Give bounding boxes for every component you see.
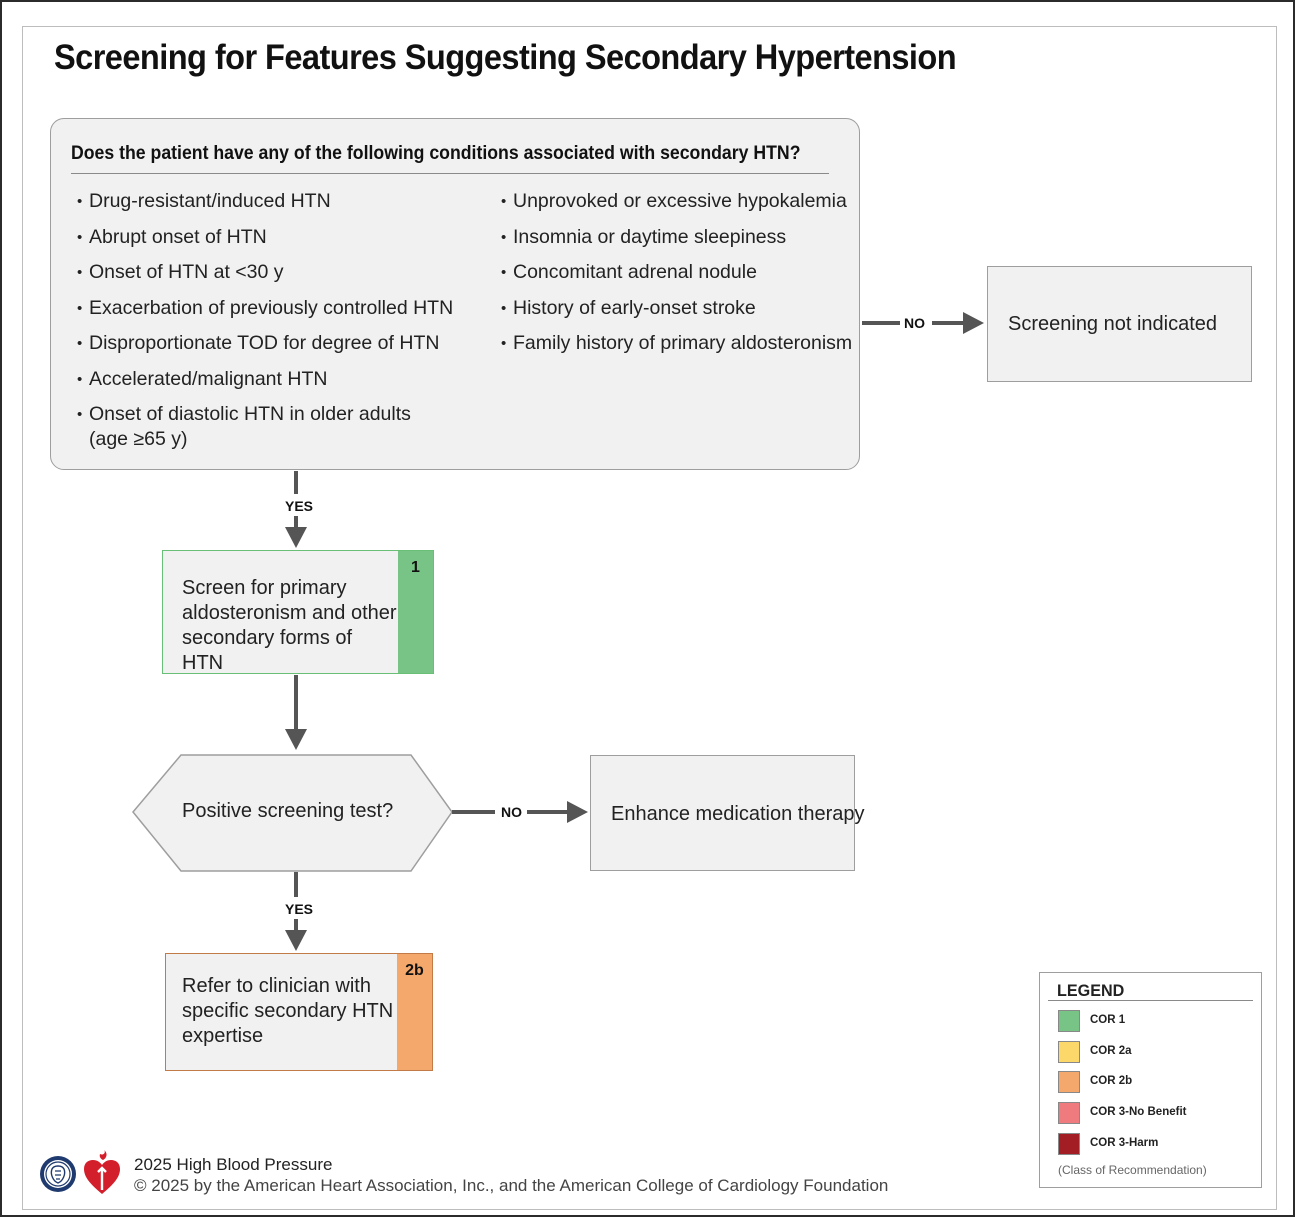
condition-item: Concomitant adrenal nodule (495, 260, 852, 285)
yes-label: YES (283, 901, 316, 917)
screen-box: Screen for primary aldosteronism and oth… (162, 550, 434, 674)
conditions-box: Does the patient have any of the followi… (50, 118, 860, 470)
condition-item: Unprovoked or excessive hypokalemia (495, 189, 852, 214)
legend-label: COR 3-No Benefit (1090, 1106, 1187, 1118)
yes-arrow-2 (285, 872, 307, 951)
inner-frame (22, 26, 1277, 1210)
no-label: NO (902, 315, 927, 331)
conditions-list-left: Drug-resistant/induced HTN Abrupt onset … (71, 189, 453, 463)
enhance-therapy-text: Enhance medication therapy (611, 803, 865, 825)
screen-to-decision-arrow (285, 675, 307, 750)
legend-swatch (1058, 1041, 1080, 1063)
condition-item: Disproportionate TOD for degree of HTN (71, 331, 453, 356)
no-arrow-1 (862, 312, 984, 334)
acc-seal-logo-icon (40, 1156, 76, 1192)
legend-swatch (1058, 1071, 1080, 1093)
condition-item: Insomnia or daytime sleepiness (495, 225, 852, 250)
footer-guideline-title: 2025 High Blood Pressure (134, 1155, 333, 1174)
yes-arrow-1 (285, 471, 307, 548)
decision-text: Positive screening test? (182, 800, 394, 822)
cor-badge: 1 (398, 551, 433, 673)
conditions-list-right: Unprovoked or excessive hypokalemia Inso… (495, 189, 852, 367)
condition-item: Drug-resistant/induced HTN (71, 189, 453, 214)
screening-not-indicated-text: Screening not indicated (1008, 313, 1218, 335)
screen-text: Screen for primary aldosteronism and oth… (182, 577, 397, 674)
legend: LEGEND COR 1 COR 2a COR 2b COR 3-No Bene… (1039, 972, 1262, 1188)
enhance-therapy-box: Enhance medication therapy (590, 755, 865, 871)
no-label: NO (499, 804, 524, 820)
condition-item: Accelerated/malignant HTN (71, 367, 453, 392)
condition-item: Onset of HTN at <30 y (71, 260, 453, 285)
page-title: Screening for Features Suggesting Second… (54, 38, 957, 77)
legend-label: COR 2b (1090, 1075, 1133, 1087)
condition-item: History of early-onset stroke (495, 296, 852, 321)
condition-item: Exacerbation of previously controlled HT… (71, 296, 453, 321)
footer-copyright: © 2025 by the American Heart Association… (134, 1176, 889, 1195)
condition-item: Abrupt onset of HTN (71, 225, 453, 250)
condition-item: Family history of primary aldosteronism (495, 331, 852, 356)
conditions-divider (71, 173, 829, 174)
legend-swatch (1058, 1102, 1080, 1124)
conditions-question: Does the patient have any of the followi… (71, 143, 801, 164)
legend-title: LEGEND (1057, 981, 1125, 1000)
legend-label: COR 3-Harm (1090, 1137, 1159, 1149)
no-arrow-2 (452, 801, 588, 823)
legend-note: (Class of Recommendation) (1058, 1163, 1207, 1177)
yes-label: YES (283, 498, 316, 514)
legend-label: COR 2a (1090, 1045, 1132, 1057)
screening-not-indicated-box: Screening not indicated (987, 266, 1252, 382)
aha-heart-torch-logo-icon (84, 1150, 120, 1194)
legend-swatch (1058, 1133, 1080, 1155)
legend-divider (1048, 1000, 1253, 1001)
cor-badge: 2b (397, 954, 432, 1070)
legend-swatch (1058, 1010, 1080, 1032)
condition-item: Onset of diastolic HTN in older adults (… (71, 402, 429, 452)
legend-label: COR 1 (1090, 1014, 1126, 1026)
refer-box: Refer to clinician with specific seconda… (165, 953, 433, 1071)
refer-text: Refer to clinician with specific seconda… (182, 975, 394, 1047)
